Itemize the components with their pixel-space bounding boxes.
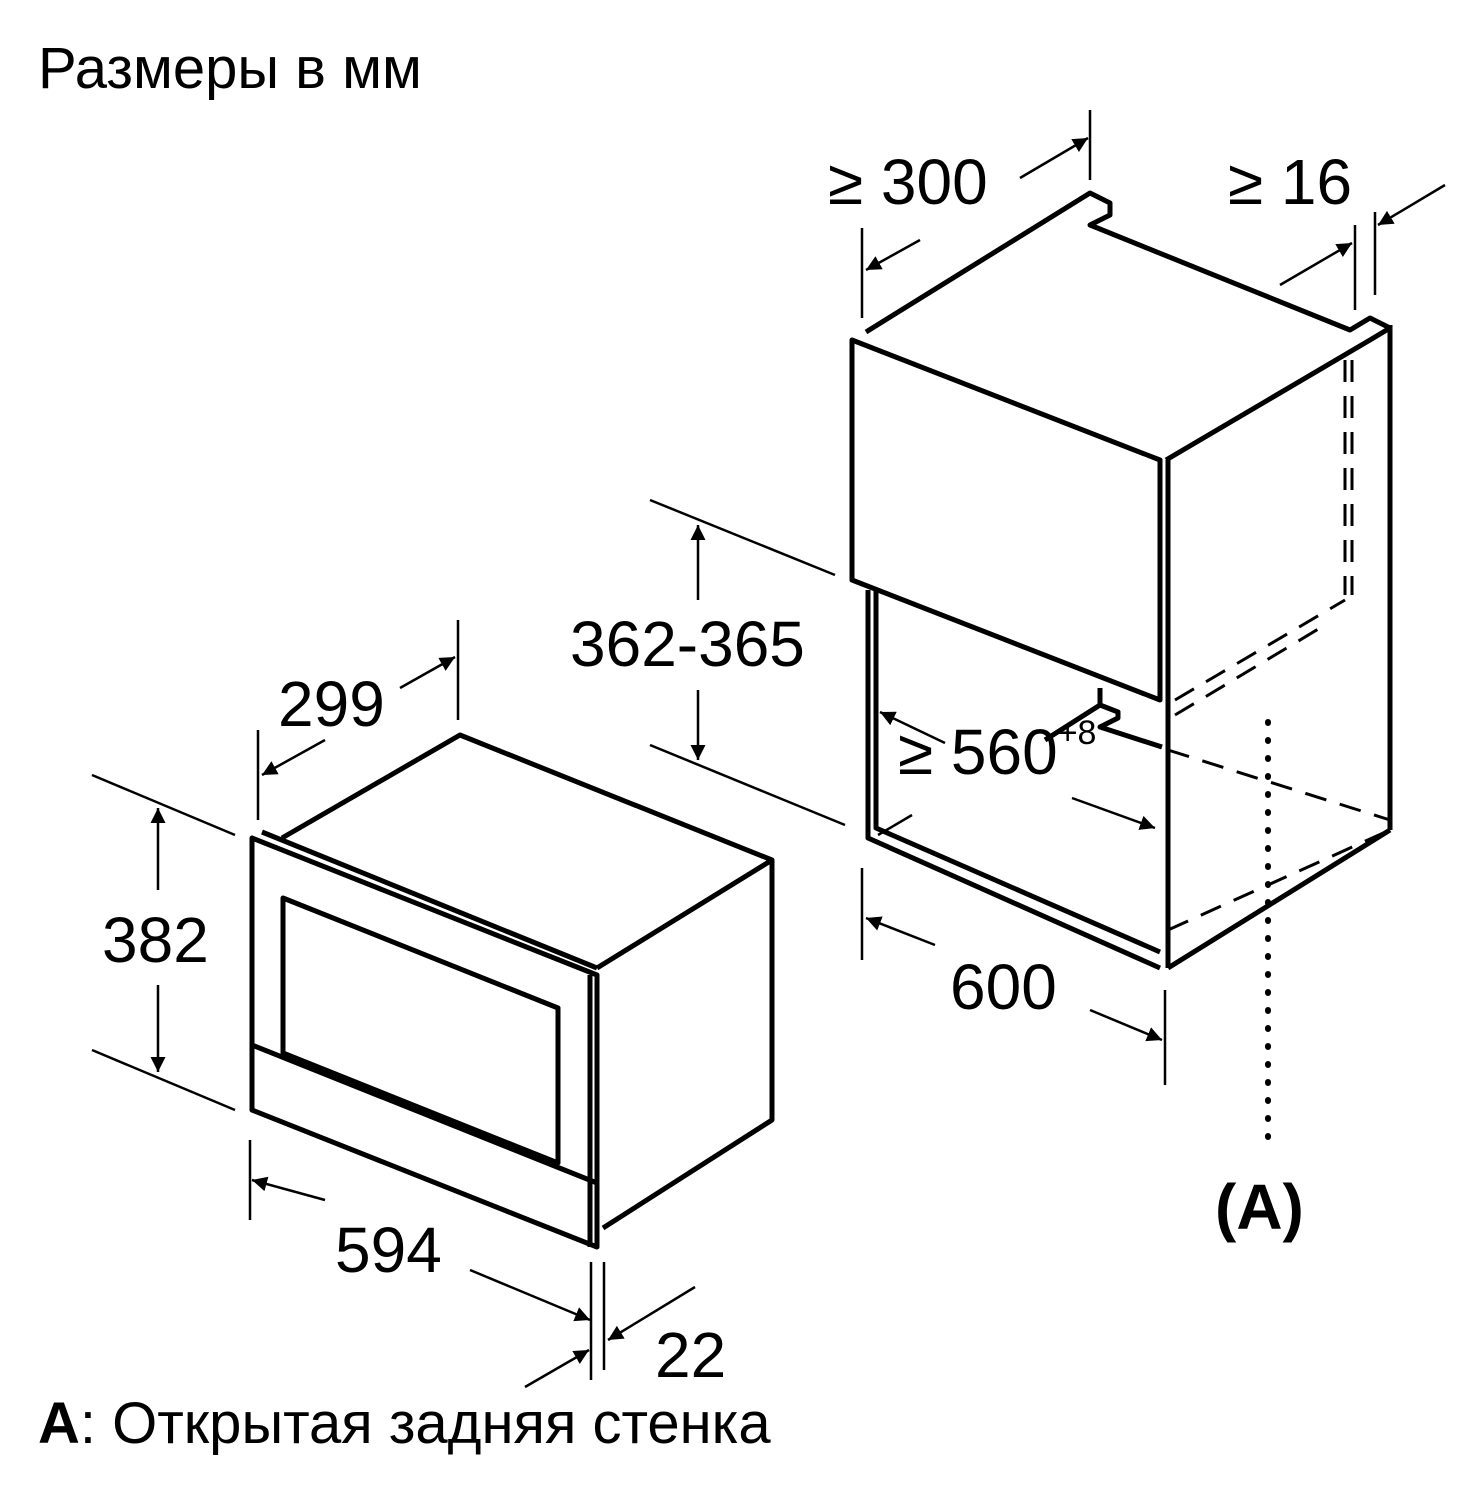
legend-separator: : [79, 1391, 97, 1456]
front-thickness-label: 22 [655, 1319, 727, 1391]
opening-width-tolerance: +8 [1057, 714, 1097, 752]
legend: A: Открытая задняя стенка [38, 1395, 771, 1453]
rear-wall-marker: (A) [1215, 1171, 1304, 1243]
appliance-depth-label: 299 [278, 668, 385, 740]
appliance-width-label: 594 [335, 1214, 442, 1286]
legend-key: A [38, 1391, 80, 1456]
opening-width-label: ≥ 560+8 [898, 716, 1096, 784]
page-title: Размеры в мм [38, 36, 422, 101]
appliance-height-label: 382 [102, 904, 209, 976]
opening-height-label: 362-365 [570, 608, 805, 680]
niche-drawing [849, 190, 1393, 971]
appliance-drawing [249, 732, 775, 1250]
cabinet-width-label: 600 [950, 951, 1057, 1023]
cabinet-depth-label: ≥ 300 [828, 146, 988, 218]
rear-gap-label: ≥ 16 [1228, 146, 1353, 218]
legend-text: Открытая задняя стенка [96, 1391, 771, 1456]
hidden-lines [1167, 360, 1391, 932]
opening-width-value: ≥ 560 [898, 716, 1058, 788]
